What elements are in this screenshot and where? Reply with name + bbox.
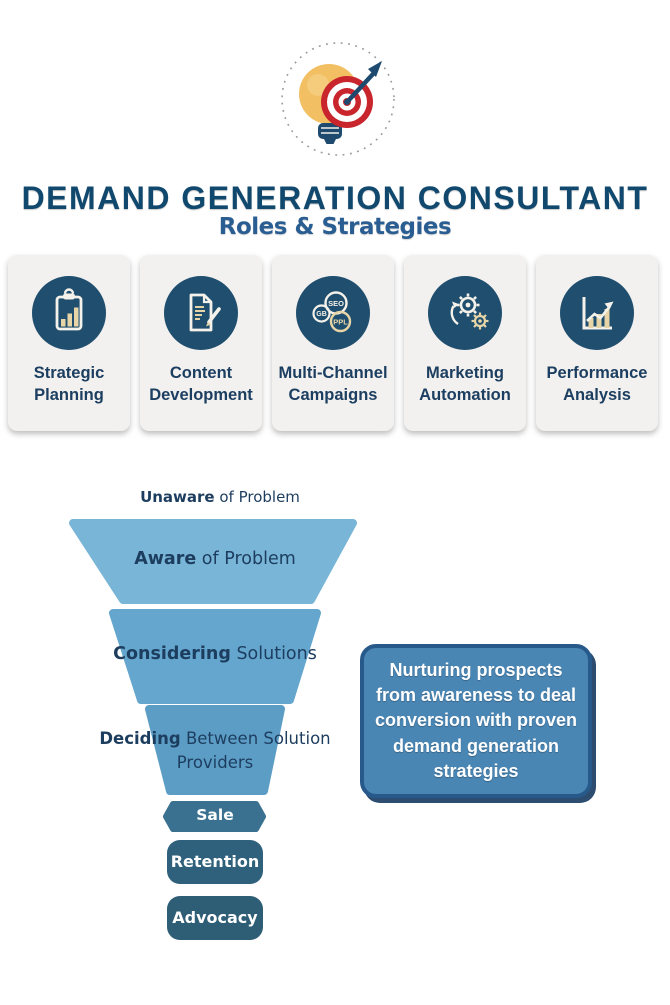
funnel-segment-deciding xyxy=(145,705,285,795)
funnel-stage-considering-label: Considering Solutions xyxy=(85,644,345,664)
document-pencil-icon xyxy=(164,276,238,350)
roles-row: Strategic Planning Content Development xyxy=(8,255,662,431)
gears-automation-icon xyxy=(428,276,502,350)
svg-text:SEO: SEO xyxy=(328,299,344,308)
funnel-stage-sale-label: Sale xyxy=(196,806,234,824)
svg-text:GB: GB xyxy=(316,311,327,318)
role-card-label: Multi-Channel Campaigns xyxy=(278,364,388,404)
role-card-label: Strategic Planning xyxy=(33,364,105,404)
funnel-stage-advocacy-label: Advocacy xyxy=(172,908,258,927)
funnel-stage-bold-word: Aware xyxy=(134,549,197,569)
nurturing-callout-box: Nurturing prospects from awareness to de… xyxy=(360,644,592,798)
role-card-content-development: Content Development xyxy=(140,255,262,431)
funnel-stage-unaware-label: Unaware of Problem xyxy=(110,488,330,506)
page-title: DEMAND GENERATION CONSULTANT xyxy=(21,180,649,216)
role-card-label: Content Development xyxy=(149,364,253,404)
role-card-multi-channel: SEO GB PPL Multi-Channel Campaigns xyxy=(272,255,394,431)
funnel-segment-considering xyxy=(109,609,321,704)
funnel-stage-rest: Solutions xyxy=(230,644,317,664)
funnel-segment-sale xyxy=(163,801,266,832)
role-card-strategic-planning: Strategic Planning xyxy=(8,255,130,431)
funnel-stage-rest: Between Solution Providers xyxy=(176,729,331,772)
growth-chart-icon xyxy=(560,276,634,350)
funnel-stage-bold-word: Considering xyxy=(113,644,231,664)
demand-funnel xyxy=(69,519,357,940)
funnel-segment-aware xyxy=(69,519,357,604)
funnel-stage-rest: of Problem xyxy=(214,488,300,506)
funnel-stage-bold-word: Unaware xyxy=(140,488,215,506)
funnel-stage-aware-label: Aware of Problem xyxy=(85,549,345,569)
funnel-stage-retention-label: Retention xyxy=(170,852,260,871)
svg-text:PPL: PPL xyxy=(333,318,348,327)
funnel-segment-advocacy xyxy=(167,896,263,940)
page-subtitle: Roles & Strategies xyxy=(218,214,452,240)
funnel-stage-rest: of Problem xyxy=(196,549,296,569)
funnel-segment-retention xyxy=(167,840,263,884)
role-card-label: Marketing Automation xyxy=(419,364,511,404)
role-card-marketing-automation: Marketing Automation xyxy=(404,255,526,431)
multi-channel-circles-icon: SEO GB PPL xyxy=(296,276,370,350)
role-card-performance-analysis: Performance Analysis xyxy=(536,255,658,431)
funnel-stage-deciding-label: Deciding Between Solution Providers xyxy=(88,727,342,775)
lightbulb-target-dart-logo xyxy=(281,42,395,156)
funnel-stage-bold-word: Deciding xyxy=(99,729,181,748)
clipboard-chart-icon xyxy=(32,276,106,350)
role-card-label: Performance Analysis xyxy=(546,364,648,404)
